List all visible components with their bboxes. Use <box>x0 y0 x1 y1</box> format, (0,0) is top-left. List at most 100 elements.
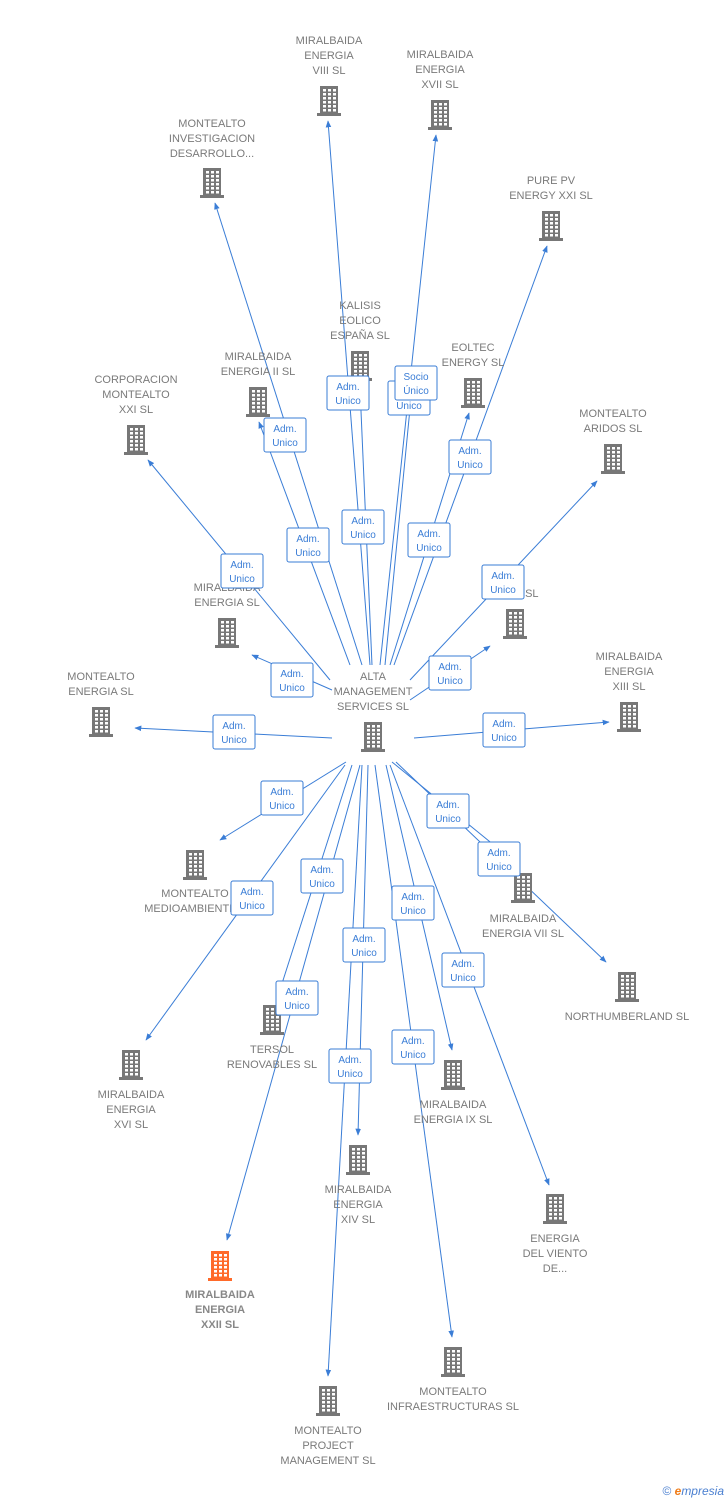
node-label: DEL VIENTO <box>523 1248 588 1260</box>
badge-box <box>481 564 525 600</box>
relation-badge[interactable]: Adm.Unico <box>286 527 330 563</box>
relation-badge[interactable]: Adm.Unico <box>326 375 370 411</box>
node-label: XVII SL <box>421 79 458 91</box>
building-icon <box>617 702 641 732</box>
badge-box <box>441 952 485 988</box>
node-label: ENERGIA <box>415 64 465 76</box>
badge-text: Adm. <box>492 719 515 730</box>
company-node[interactable]: NORTHUMBERLAND SL <box>565 972 690 1023</box>
badge-text: Adm. <box>230 560 253 571</box>
badge-text: Adm. <box>310 865 333 876</box>
relation-badge[interactable]: Adm.Unico <box>428 655 472 691</box>
node-label: ENERGIA VII SL <box>482 928 564 940</box>
relation-badge[interactable]: Adm.Unico <box>230 880 274 916</box>
node-label: MONTEALTO <box>102 389 170 401</box>
badge-box <box>448 439 492 475</box>
node-label: XXI SL <box>119 404 153 416</box>
node-label: ENERGIA <box>604 666 654 678</box>
relation-badge[interactable]: Adm.Unico <box>275 980 319 1016</box>
building-icon <box>461 378 485 408</box>
node-label: MEDIOAMBIENTE... <box>144 903 245 915</box>
relation-badge[interactable]: Adm.Unico <box>260 780 304 816</box>
relation-badge[interactable]: Adm.Unico <box>328 1048 372 1084</box>
badge-box <box>391 1029 435 1065</box>
node-label: ENERGIA II SL <box>221 366 296 378</box>
relation-badge[interactable]: Adm.Unico <box>426 793 470 829</box>
company-node[interactable]: MONTEALTO ENERGIA SL <box>67 671 135 737</box>
badge-text: Adm. <box>222 721 245 732</box>
node-label: ENERGIA SL <box>194 597 259 609</box>
badge-text: Adm. <box>285 987 308 998</box>
footer-brand[interactable]: © empresia <box>662 1484 724 1498</box>
badge-text: Único <box>403 384 429 397</box>
badge-box <box>426 793 470 829</box>
badge-text: Adm. <box>436 800 459 811</box>
relation-badge[interactable]: Adm.Unico <box>270 662 314 698</box>
node-label: MONTEALTO <box>579 408 647 420</box>
node-label: INVESTIGACION <box>169 133 255 145</box>
relation-badge[interactable]: Adm.Unico <box>441 952 485 988</box>
relation-badge[interactable]: Adm.Unico <box>391 1029 435 1065</box>
relation-badge[interactable]: Adm. Unico <box>300 858 344 894</box>
relation-badge[interactable]: Adm.Unico <box>407 522 451 558</box>
relation-badge[interactable]: Adm.Unico <box>481 564 525 600</box>
node-label: MIRALBAIDA <box>325 1184 392 1196</box>
company-node[interactable]: MIRALBAIDA ENERGIA XIII SL <box>596 651 663 732</box>
relation-badge[interactable]: Adm.Unico <box>212 714 256 750</box>
building-icon <box>428 100 452 130</box>
node-label: MIRALBAIDA <box>596 651 663 663</box>
badge-text: Unico <box>239 901 265 912</box>
company-node[interactable]: MONTEALTOMEDIOAMBIENTE... <box>144 850 246 915</box>
relation-badge[interactable]: Adm.Unico <box>263 417 307 453</box>
company-node[interactable]: CORPORACION MONTEALTO XXI SL <box>94 374 178 455</box>
badge-text: Unico <box>396 401 422 412</box>
badge-text: Unico <box>295 548 321 559</box>
badge-box <box>300 858 344 894</box>
node-label: MIRALBAIDA <box>407 49 474 61</box>
relation-badge[interactable]: Adm. Unico <box>482 712 526 748</box>
badge-box <box>260 780 304 816</box>
relation-badge[interactable]: Adm.Unico <box>448 439 492 475</box>
building-icon <box>183 850 207 880</box>
company-node[interactable]: MIRALBAIDA ENERGIA XVII SL <box>407 49 474 130</box>
badge-text: Adm. <box>336 382 359 393</box>
node-label: MIRALBAIDA <box>420 1099 487 1111</box>
relation-badge[interactable]: Adm.Unico <box>342 927 386 963</box>
node-label: ENERGY SL <box>442 357 505 369</box>
node-label: ENERGIA <box>530 1233 580 1245</box>
badge-box <box>477 841 521 877</box>
node-label: CORPORACION <box>94 374 177 386</box>
building-icon <box>317 86 341 116</box>
relation-badge[interactable]: Adm.Unico <box>391 885 435 921</box>
building-icon <box>346 1145 370 1175</box>
relation-badge[interactable]: Adm.Unico <box>477 841 521 877</box>
relation-badge[interactable]: Adm.Unico <box>341 509 385 545</box>
brand-name: mpresia <box>681 1484 724 1498</box>
badge-text: Unico <box>491 733 517 744</box>
node-label: XIII SL <box>612 681 645 693</box>
node-label: MONTEALTO <box>67 671 135 683</box>
building-icon <box>601 444 625 474</box>
badge-text: Unico <box>309 879 335 890</box>
relation-badge[interactable]: Adm.Unico <box>220 553 264 589</box>
company-node[interactable]: MONTEALTOINVESTIGACIONDESARROLLO... <box>169 118 255 198</box>
node-label: ENERGIA SL <box>68 686 133 698</box>
